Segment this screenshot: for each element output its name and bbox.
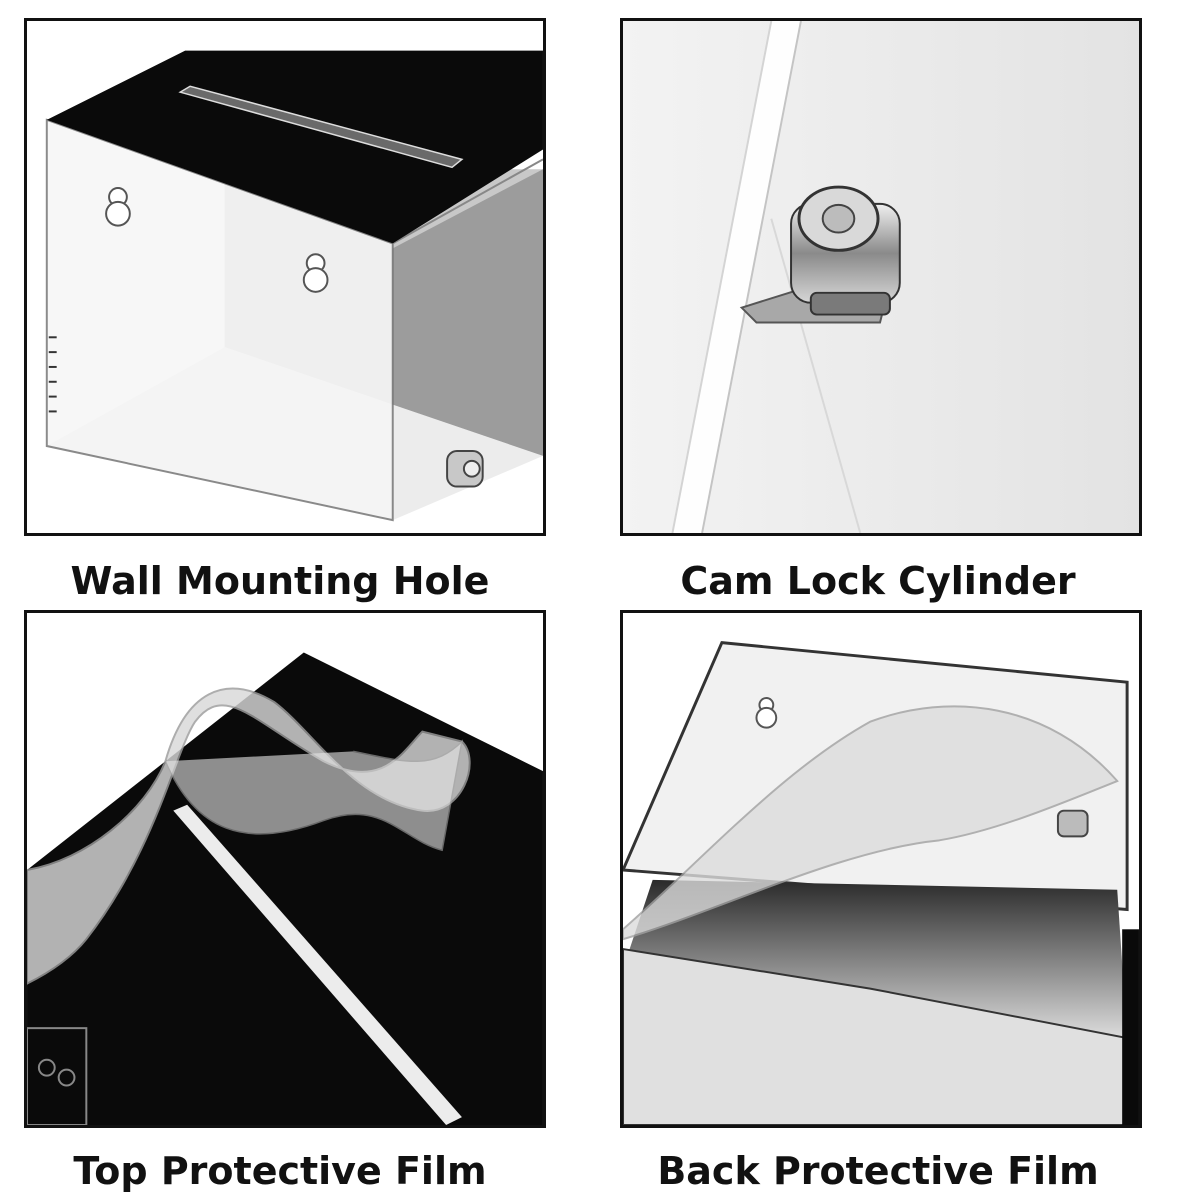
acrylic-box-illustration [27,21,543,533]
caption-back-protective-film: Back Protective Film [657,1149,1099,1193]
photo-wall-mounting-hole [24,18,546,536]
photo-back-protective-film [620,610,1142,1128]
keyhole-icon [302,253,329,293]
caption-cam-lock-cylinder: Cam Lock Cylinder [680,559,1076,603]
caption-wall-mounting-hole: Wall Mounting Hole [70,559,490,603]
cam-lock-icon [446,449,484,488]
back-film-illustration [623,613,1139,1125]
photo-cam-lock-cylinder [620,18,1142,536]
keyhole-icon [755,697,778,729]
coin-slot [173,804,462,1125]
keyhole-icon [105,187,131,227]
black-lid [46,50,543,244]
lock-cylinder-icon [790,185,901,316]
protective-film [623,705,1119,941]
cam-lock-closeup-illustration [623,21,1139,533]
top-film-illustration [27,613,543,1125]
cam-lock-icon [1056,809,1089,838]
caption-top-protective-film: Top Protective Film [73,1149,487,1193]
coin-slot [178,85,464,169]
photo-top-protective-film [24,610,546,1128]
